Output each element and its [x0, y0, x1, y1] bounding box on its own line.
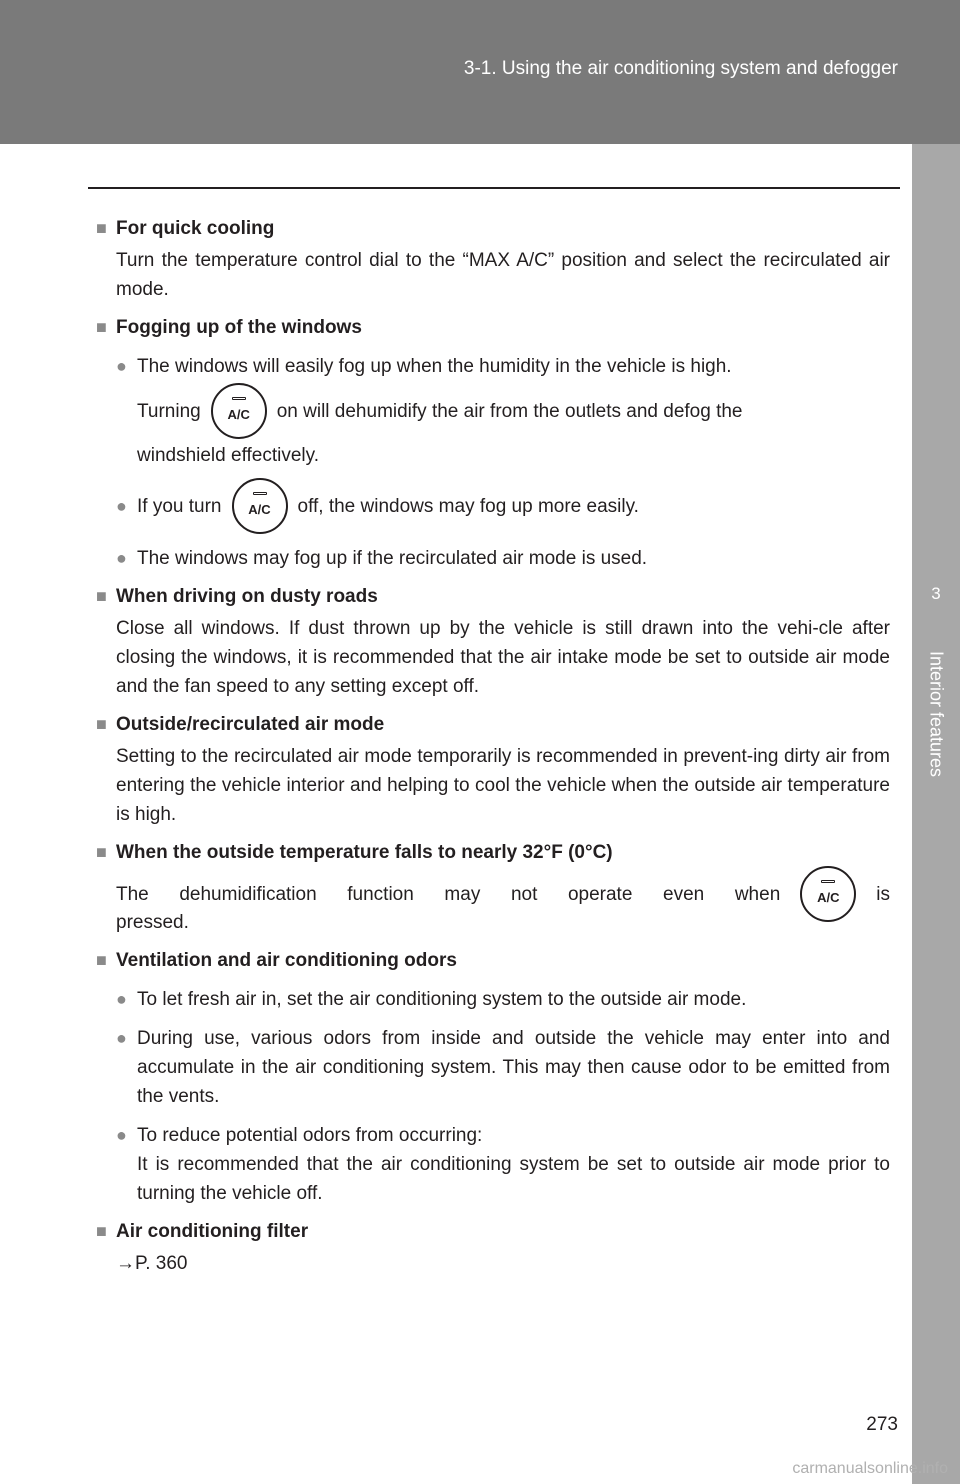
square-bullet-icon: ■ [96, 1221, 107, 1241]
list-item: ● To let fresh air in, set the air condi… [116, 985, 890, 1014]
ac-button-icon: A/C [231, 478, 288, 534]
section-heading: For quick cooling [116, 218, 275, 239]
dot-bullet-icon: ● [116, 1125, 127, 1145]
section-text: Close all windows. If dust thrown up by … [116, 618, 890, 697]
square-bullet-icon: ■ [96, 950, 107, 970]
section-text: Turn the temperature control dial to the… [116, 250, 890, 300]
section-heading: When the outside temperature falls to ne… [116, 842, 613, 863]
ac-button-icon: A/C [800, 866, 857, 922]
list-item: ● The windows may fog up if the recircul… [116, 544, 890, 573]
arrow-right-icon: → [116, 1253, 135, 1274]
section-filter: ■ Air conditioning filter →P. 360 [96, 1217, 890, 1278]
square-bullet-icon: ■ [96, 317, 107, 337]
list-item: ● The windows will easily fog up when th… [116, 352, 890, 470]
section-odors: ■ Ventilation and air conditioning odors… [96, 946, 890, 1208]
section-heading: Outside/recirculated air mode [116, 714, 385, 735]
ac-button-icon: A/C [210, 383, 267, 439]
dot-bullet-icon: ● [116, 548, 127, 568]
dot-bullet-icon: ● [116, 496, 127, 516]
page-reference-link[interactable]: →P. 360 [116, 1253, 188, 1274]
square-bullet-icon: ■ [96, 586, 107, 606]
section-heading: Ventilation and air conditioning odors [116, 950, 457, 971]
list-item: ● If you turn A/C off, the windows may f… [116, 478, 890, 534]
section-heading: Air conditioning filter [116, 1221, 309, 1242]
side-tab-number: 3 [931, 584, 941, 603]
watermark: carmanualsonline.info [792, 1460, 948, 1477]
section-cold-temperature: ■ When the outside temperature falls to … [96, 838, 890, 937]
section-quick-cooling: ■ For quick cooling Turn the temperature… [96, 214, 890, 304]
square-bullet-icon: ■ [96, 714, 107, 734]
page-number: 273 [866, 1414, 898, 1435]
dot-bullet-icon: ● [116, 356, 127, 376]
square-bullet-icon: ■ [96, 842, 107, 862]
side-tab [912, 144, 960, 1484]
section-outside-air: ■ Outside/recirculated air mode Setting … [96, 710, 890, 829]
page-content: ■ For quick cooling Turn the temperature… [96, 214, 890, 1278]
square-bullet-icon: ■ [96, 218, 107, 238]
list-item: ● To reduce potential odors from occurri… [116, 1121, 890, 1208]
side-tab-label: Interior features [926, 650, 947, 778]
section-text: Setting to the recirculated air mode tem… [116, 746, 890, 825]
list-item: ● During use, various odors from inside … [116, 1024, 890, 1111]
header-rule [88, 187, 900, 189]
chapter-title: 3-1. Using the air conditioning system a… [463, 58, 898, 79]
section-heading: Fogging up of the windows [116, 317, 362, 338]
page-header: 3-1. Using the air conditioning system a… [0, 0, 960, 144]
dot-bullet-icon: ● [116, 1028, 127, 1048]
dot-bullet-icon: ● [116, 989, 127, 1009]
section-dusty-roads: ■ When driving on dusty roads Close all … [96, 582, 890, 701]
section-heading: When driving on dusty roads [116, 586, 378, 607]
section-fogging: ■ Fogging up of the windows ● The window… [96, 313, 890, 573]
